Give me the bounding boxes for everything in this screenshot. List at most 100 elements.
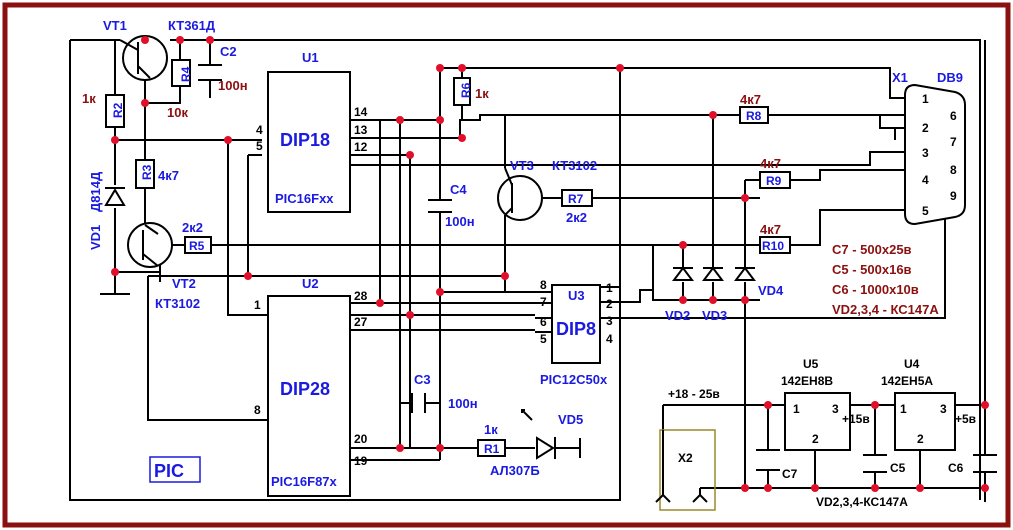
vt3-label: VT3 xyxy=(510,158,534,173)
r9-resistor xyxy=(759,171,791,189)
r8-resistor xyxy=(739,106,769,124)
u1-pin-4: 4 xyxy=(256,123,263,137)
u5-pin-3: 3 xyxy=(832,402,839,416)
u3-chip-label: DIP8 xyxy=(556,319,596,339)
u3-pin-2: 2 xyxy=(606,297,613,311)
u3-pin-1: 1 xyxy=(606,281,613,295)
note-c6: C6 - 1000x10в xyxy=(832,282,919,297)
plus5-label: +5в xyxy=(955,412,976,426)
vd5-type-label: АЛ307Б xyxy=(490,463,540,478)
vd1-label: VD1 xyxy=(88,225,103,250)
u4-part-label: 142ЕН5А xyxy=(881,374,933,388)
c7-label: C7 xyxy=(782,467,798,481)
db9-label: DB9 xyxy=(937,70,963,85)
u1-label: U1 xyxy=(302,50,319,65)
u3-pin-6: 6 xyxy=(540,315,547,329)
plus15-label: +15в xyxy=(842,412,870,426)
labels: VT1 КТ361Д C2 100н 10к R4 1к R2 R3 4к7 V… xyxy=(82,18,976,509)
u2-pin-8: 8 xyxy=(254,403,261,417)
r4-resistor xyxy=(171,59,191,87)
r8-label: R8 xyxy=(746,109,762,123)
u1-pin-13: 13 xyxy=(354,123,368,137)
c3-value: 100н xyxy=(448,396,478,411)
u2-pin-19: 19 xyxy=(354,454,368,468)
c6-label: C6 xyxy=(948,461,964,475)
u3-chip-body xyxy=(551,284,601,364)
r5-resistor xyxy=(184,236,212,254)
r6-resistor xyxy=(453,77,471,106)
junction-nodes xyxy=(111,36,989,492)
vd3-label: VD3 xyxy=(702,308,727,323)
supply-label: +18 - 25в xyxy=(668,387,720,401)
u1-part-label: PIC16Fxx xyxy=(275,191,334,206)
u2-chip-label: DIP28 xyxy=(280,379,330,399)
c5-label: C5 xyxy=(890,461,906,475)
note-c7: C7 - 500x25в xyxy=(832,242,912,257)
u5-part-label: 142ЕН8В xyxy=(781,374,833,388)
r7-label: R7 xyxy=(568,192,584,206)
u5-label: U5 xyxy=(803,357,819,371)
u5-regulator-body xyxy=(784,392,851,451)
u4-pin-2: 2 xyxy=(917,432,924,446)
vt1-label: VT1 xyxy=(103,18,127,33)
u2-part-label: PIC16F87x xyxy=(271,474,338,489)
note-c5: C5 - 500x16в xyxy=(832,262,912,277)
c2-value: 100н xyxy=(218,78,248,93)
x2-connector xyxy=(659,429,716,511)
vt2-type-label: КТ3102 xyxy=(155,296,200,311)
db9-pin-5: 5 xyxy=(922,204,929,218)
db9-pin-6: 6 xyxy=(950,109,957,123)
transistors xyxy=(119,35,543,268)
r5-value: 2к2 xyxy=(182,220,203,235)
u3-pin-4: 4 xyxy=(606,332,613,346)
c2-label: C2 xyxy=(220,44,237,59)
r2-resistor xyxy=(105,94,125,128)
pic-label: PIC xyxy=(154,461,184,481)
u2-pin-1: 1 xyxy=(254,298,261,312)
r2-value: 1к xyxy=(82,91,96,106)
note-vd: VD2,3,4 - КС147А xyxy=(832,302,939,317)
r5-label: R5 xyxy=(189,239,205,253)
diodes xyxy=(104,187,756,460)
u4-label: U4 xyxy=(904,357,920,371)
r6-value: 1к xyxy=(475,86,489,101)
wires xyxy=(69,39,986,502)
vd4-label: VD4 xyxy=(758,283,784,298)
u1-chip-body xyxy=(267,71,351,213)
vd1-type-label: Д814Д xyxy=(88,171,103,212)
u3-pin-5: 5 xyxy=(540,332,547,346)
db9-pin-7: 7 xyxy=(950,135,957,149)
r4-value: 10к xyxy=(167,105,188,120)
r3-value: 4к7 xyxy=(158,168,179,183)
u4-pin-3: 3 xyxy=(940,402,947,416)
vt2-label: VT2 xyxy=(172,276,196,291)
u2-chip-body xyxy=(267,295,351,497)
r8-value: 4к7 xyxy=(740,92,761,107)
db9-pin-4: 4 xyxy=(922,173,929,187)
r1-value: 1к xyxy=(484,422,498,437)
u5-pin-2: 2 xyxy=(812,432,819,446)
vd2-label: VD2 xyxy=(665,308,690,323)
u4-regulator-body xyxy=(894,392,956,451)
u4-pin-1: 1 xyxy=(900,402,907,416)
x2-label: X2 xyxy=(678,451,693,465)
u2-pin-20: 20 xyxy=(354,432,368,446)
r9-value: 4к7 xyxy=(760,156,781,171)
r3-resistor xyxy=(135,159,155,189)
r10-resistor xyxy=(759,236,791,254)
db9-pin-1: 1 xyxy=(922,92,929,106)
u3-pin-7: 7 xyxy=(540,295,547,309)
c3-label: C3 xyxy=(414,372,431,387)
r6-label: R6 xyxy=(459,82,473,98)
db9-connector xyxy=(904,83,966,226)
u3-label: U3 xyxy=(568,288,585,303)
r1-label: R1 xyxy=(484,442,500,456)
capacitors xyxy=(198,64,997,473)
db9-pin-8: 8 xyxy=(950,163,957,177)
u1-pin-5: 5 xyxy=(256,139,263,153)
x1-label: X1 xyxy=(892,70,908,85)
r1-resistor xyxy=(477,439,506,457)
u5-pin-1: 1 xyxy=(793,402,800,416)
